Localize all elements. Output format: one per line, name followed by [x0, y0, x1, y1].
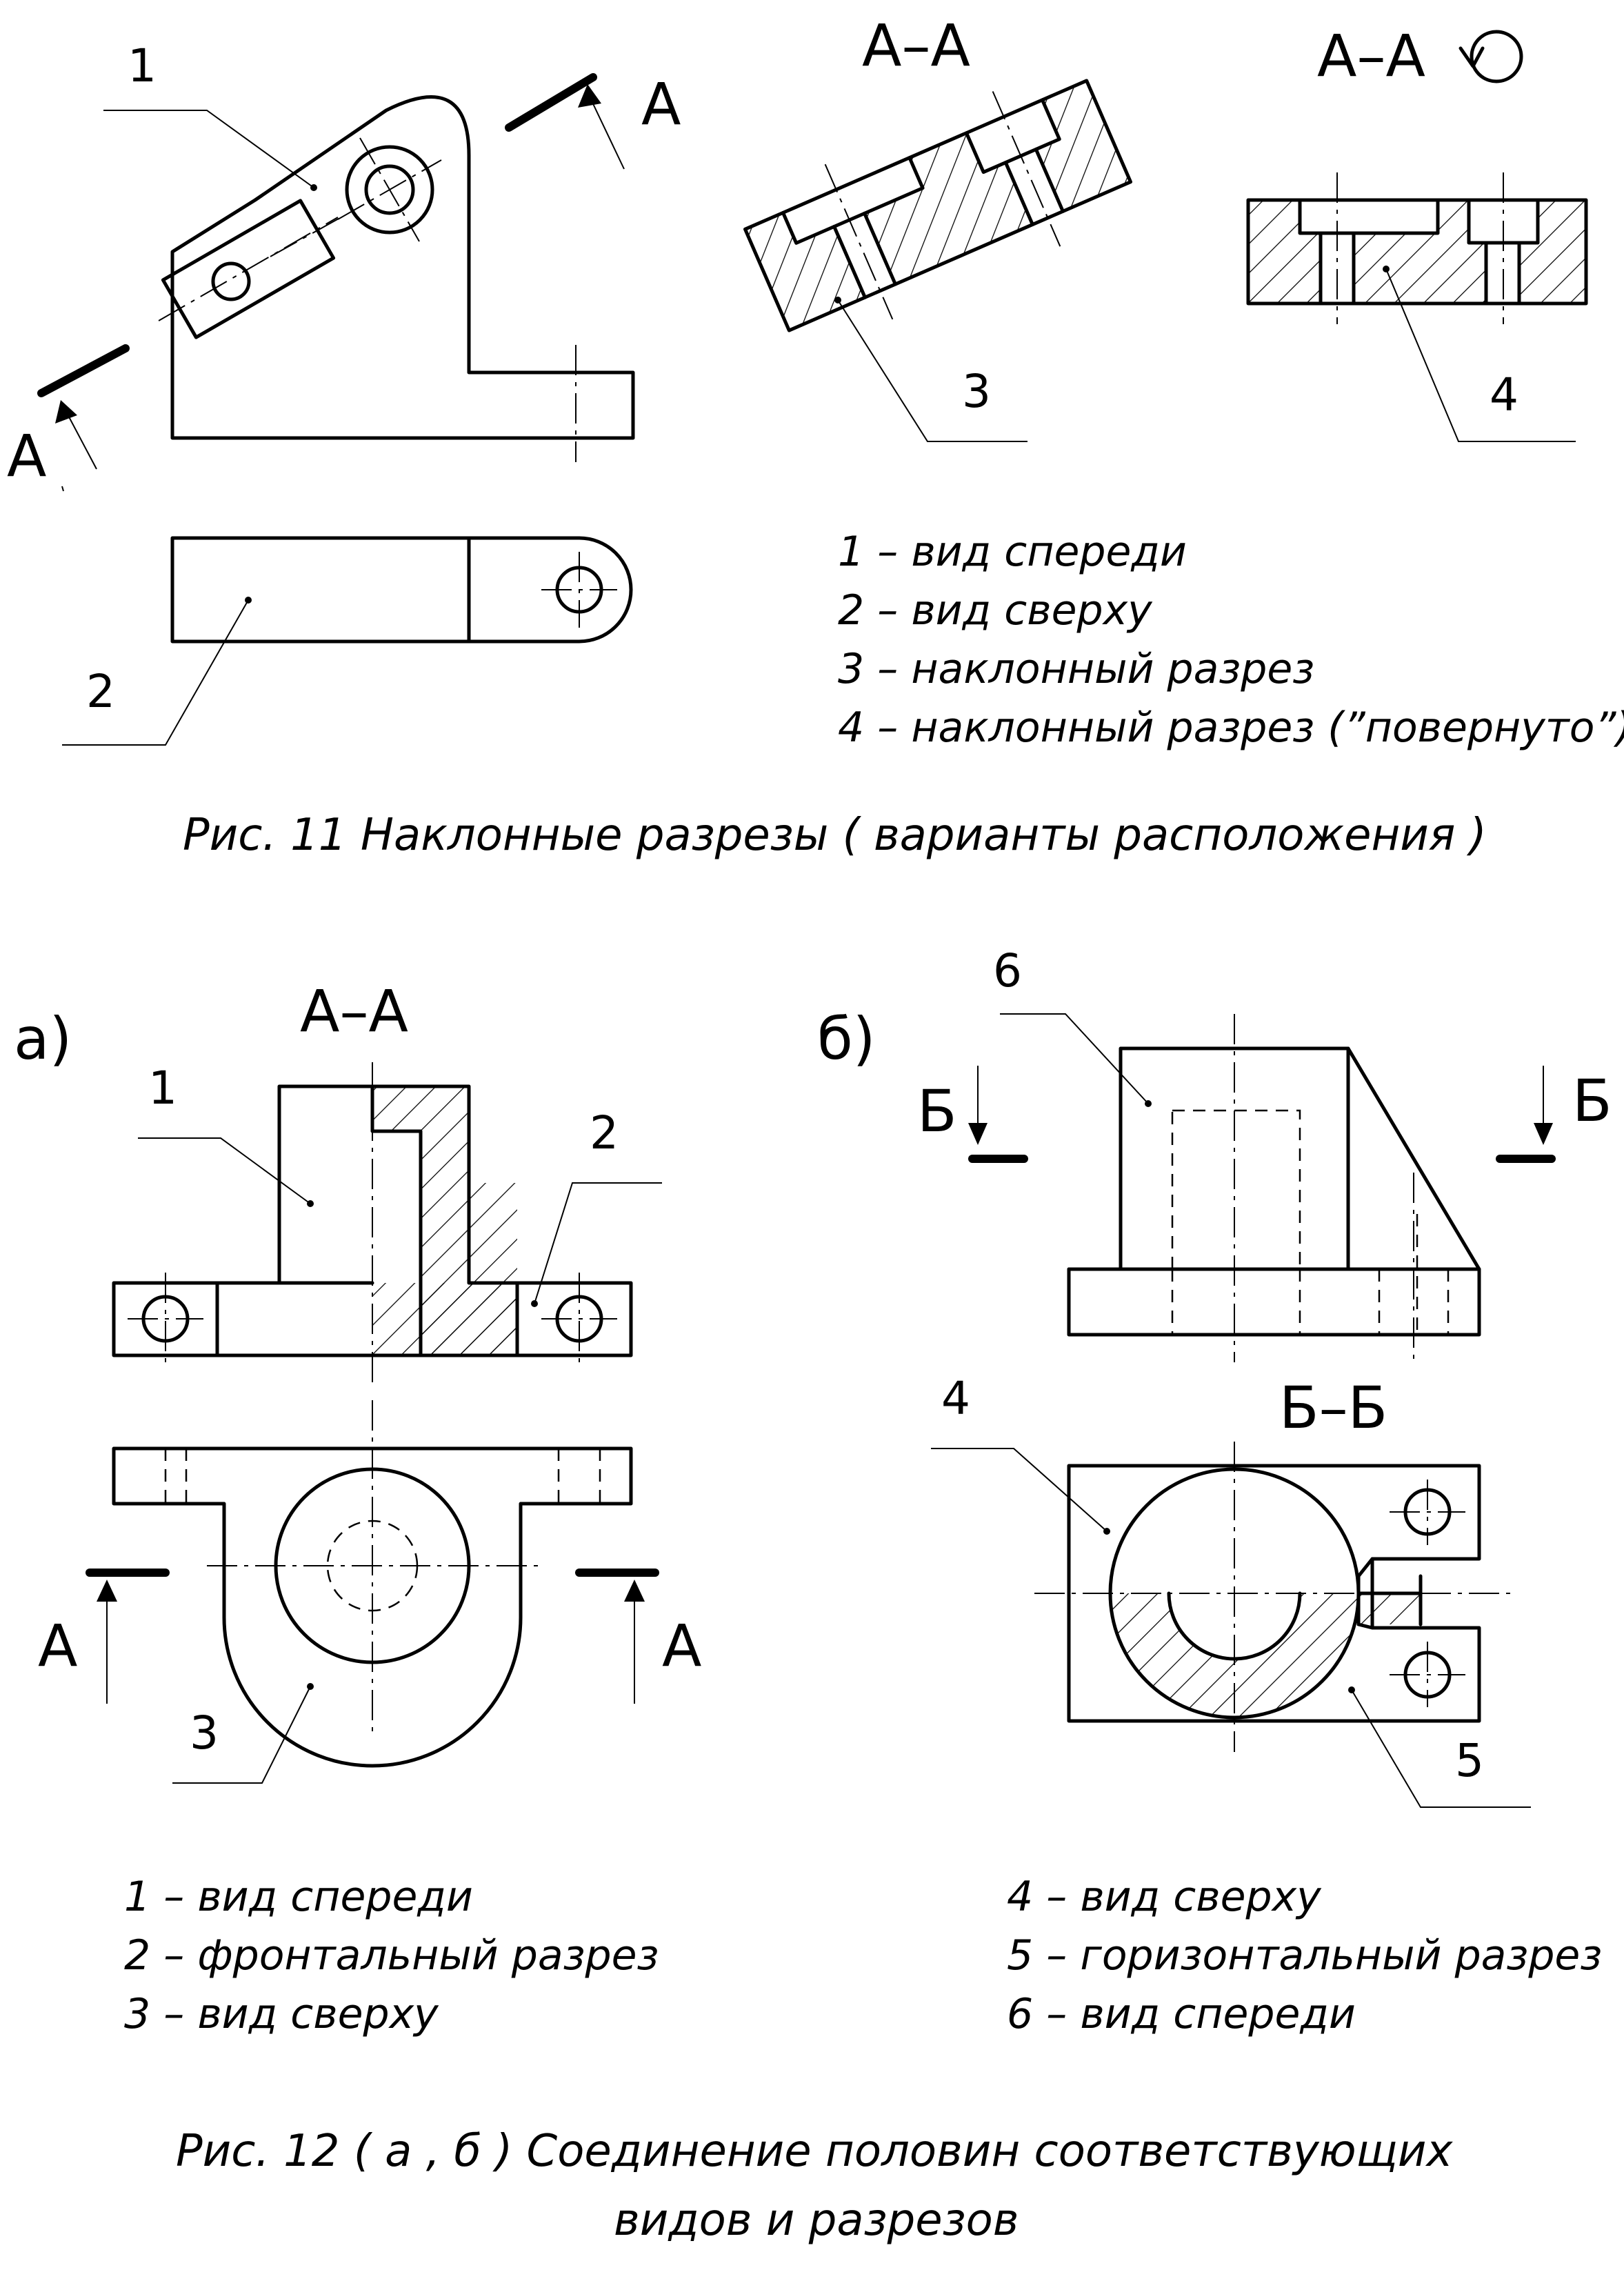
fig12a-front-half-section: 1 2	[112, 1062, 662, 1386]
fig12b: б) 6 Б Б Б–Б	[817, 944, 1612, 2038]
fig12b-top-half-section: 4 5	[931, 1372, 1531, 1808]
fig11-cut-letter-bottom: А	[7, 422, 46, 490]
fig11: 1 А А 2 А–А	[7, 12, 1624, 861]
fig11-rotated-section: А–А 4	[1246, 22, 1588, 442]
fig12a-top-view: 3 А А	[38, 1400, 701, 1784]
fig11-caption: Рис. 11 Наклонные разрезы ( варианты рас…	[183, 810, 1487, 861]
fig11-legend-item-1: 1 – вид спереди	[838, 528, 1187, 576]
fig12a-callout-1: 1	[148, 1062, 177, 1115]
fig12a-legend-item-3: 3 – вид сверху	[124, 1990, 439, 2038]
fig11-callout-4: 4	[1490, 368, 1518, 421]
fig11-front-view: 1 А А	[7, 39, 681, 492]
fig11-callout-2: 2	[86, 665, 115, 718]
fig11-section-rotated-label: А–А	[1317, 22, 1425, 90]
fig12a-legend-item-2: 2 – фронтальный разрез	[124, 1931, 659, 1980]
fig11-section-label: А–А	[862, 12, 970, 79]
fig12b-legend-item-4: 4 – вид сверху	[1007, 1873, 1322, 1921]
fig11-callout-3: 3	[962, 365, 991, 418]
fig11-inclined-section: А–А 3	[743, 12, 1133, 442]
fig12a-sublabel: а)	[14, 1005, 72, 1073]
rotated-icon	[1458, 30, 1523, 83]
fig12a-callout-2: 2	[590, 1106, 619, 1159]
fig12a-callout-3: 3	[190, 1706, 219, 1760]
fig11-callout-1: 1	[128, 39, 157, 92]
fig11-legend-item-3: 3 – наклонный разрез	[838, 645, 1314, 693]
fig12b-cut-letter-right: Б	[1572, 1067, 1612, 1135]
fig11-legend: 1 – вид спереди 2 – вид сверху 3 – накло…	[838, 528, 1624, 752]
fig12a: а) А–А 1 2	[14, 977, 701, 2038]
fig12b-section-label: Б–Б	[1279, 1374, 1387, 1442]
fig11-legend-item-2: 2 – вид сверху	[838, 586, 1153, 635]
fig11-top-view: 2	[62, 536, 633, 746]
fig12-caption-line1: Рис. 12 ( а , б ) Соединение половин соо…	[176, 2126, 1454, 2177]
fig12b-callout-4: 4	[941, 1372, 970, 1425]
fig12b-callout-6: 6	[993, 944, 1022, 997]
fig12b-legend-item-6: 6 – вид спереди	[1007, 1990, 1356, 2038]
fig12a-cut-letter-right: А	[662, 1612, 701, 1680]
fig12-caption-line2: видов и разрезов	[614, 2195, 1019, 2246]
fig12b-legend-item-5: 5 – горизонтальный разрез	[1007, 1931, 1602, 1980]
fig11-legend-item-4: 4 – наклонный разрез (”повернуто”)	[838, 704, 1624, 752]
fig12a-cut-letter-left: А	[38, 1612, 77, 1680]
fig11-cut-letter-top: А	[641, 70, 681, 138]
fig12b-front-view: 6 Б Б	[917, 944, 1612, 1362]
fig12b-sublabel: б)	[817, 1005, 876, 1073]
fig12b-cut-letter-left: Б	[917, 1077, 957, 1145]
fig12a-legend-item-1: 1 – вид спереди	[124, 1873, 473, 1921]
fig12a-section-label: А–А	[300, 977, 408, 1045]
fig12b-legend: 4 – вид сверху 5 – горизонтальный разрез…	[1007, 1873, 1602, 2038]
fig12a-legend: 1 – вид спереди 2 – фронтальный разрез 3…	[124, 1873, 659, 2038]
fig12b-callout-5: 5	[1455, 1734, 1484, 1787]
